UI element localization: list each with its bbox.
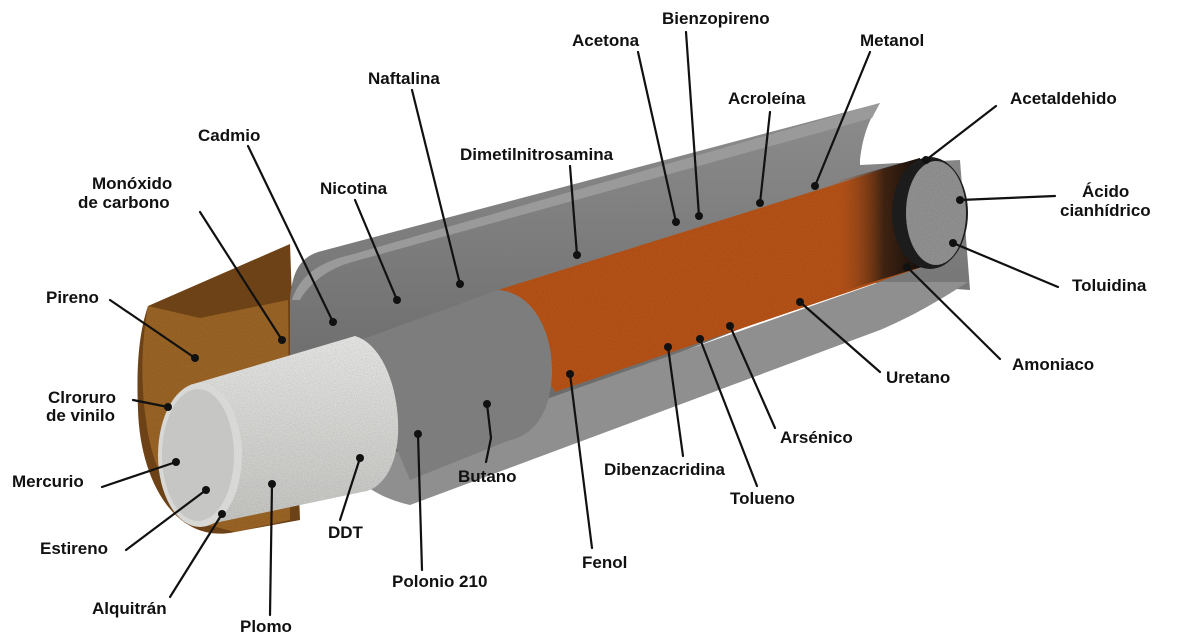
label-cloruro-line1: Clroruro <box>48 388 116 407</box>
label-naftalina: Naftalina <box>368 69 440 88</box>
label-nicotina: Nicotina <box>320 179 388 198</box>
label-bienzopireno: Bienzopireno <box>662 9 770 28</box>
label-uretano: Uretano <box>886 368 950 387</box>
dot-acetona <box>672 218 680 226</box>
dot-cadmio <box>329 318 337 326</box>
label-estireno: Estireno <box>40 539 108 558</box>
filter-end-shade <box>162 389 234 521</box>
label-fenol: Fenol <box>582 553 627 572</box>
label-cadmio: Cadmio <box>198 126 260 145</box>
dot-mercurio <box>172 458 180 466</box>
leader-acetaldehido <box>926 106 996 160</box>
label-acido-line1: Ácido <box>1082 182 1129 201</box>
cigarette-body <box>137 103 970 534</box>
dot-metanol <box>811 182 819 190</box>
dot-dibenzacridina <box>664 343 672 351</box>
label-alquitran: Alquitrán <box>92 599 167 618</box>
dot-naftalina <box>456 280 464 288</box>
label-acetaldehido: Acetaldehido <box>1010 89 1117 108</box>
label-toluidina: Toluidina <box>1072 276 1147 295</box>
dot-nicotina <box>393 296 401 304</box>
dot-bienzopireno <box>695 212 703 220</box>
label-metanol: Metanol <box>860 31 924 50</box>
label-ddt: DDT <box>328 523 364 542</box>
dot-acroleina <box>756 199 764 207</box>
label-plomo: Plomo <box>240 617 292 636</box>
leader-acido <box>960 196 1055 200</box>
dot-amoniaco <box>903 263 911 271</box>
dot-acetaldehido <box>922 156 930 164</box>
label-butano: Butano <box>458 467 517 486</box>
dot-acido <box>956 196 964 204</box>
label-mercurio: Mercurio <box>12 472 84 491</box>
label-cloruro-line2: de vinilo <box>46 406 115 425</box>
label-arsenico: Arsénico <box>780 428 853 447</box>
dot-pireno <box>191 354 199 362</box>
dot-toluidina <box>949 239 957 247</box>
dot-monoxido <box>278 336 286 344</box>
label-dibenzacridina: Dibenzacridina <box>604 460 725 479</box>
dot-plomo <box>268 480 276 488</box>
label-dimetilnitrosamina: Dimetilnitrosamina <box>460 145 614 164</box>
dot-cloruro <box>164 403 172 411</box>
label-acetona: Acetona <box>572 31 640 50</box>
label-acido-line2: cianhídrico <box>1060 201 1151 220</box>
ash-face <box>906 161 966 265</box>
dot-ddt <box>356 454 364 462</box>
label-pireno: Pireno <box>46 288 99 307</box>
label-polonio: Polonio 210 <box>392 572 487 591</box>
dot-estireno <box>202 486 210 494</box>
label-monoxido-line1: Monóxido <box>92 174 172 193</box>
label-acroleina: Acroleína <box>728 89 806 108</box>
label-tolueno: Tolueno <box>730 489 795 508</box>
dot-tolueno <box>696 335 704 343</box>
dot-butano <box>483 400 491 408</box>
dot-polonio <box>414 430 422 438</box>
label-monoxido-line2: de carbono <box>78 193 170 212</box>
dot-alquitran <box>218 510 226 518</box>
dot-uretano <box>796 298 804 306</box>
dot-arsenico <box>726 322 734 330</box>
label-amoniaco: Amoniaco <box>1012 355 1094 374</box>
dot-dimetil <box>573 251 581 259</box>
dot-fenol <box>566 370 574 378</box>
